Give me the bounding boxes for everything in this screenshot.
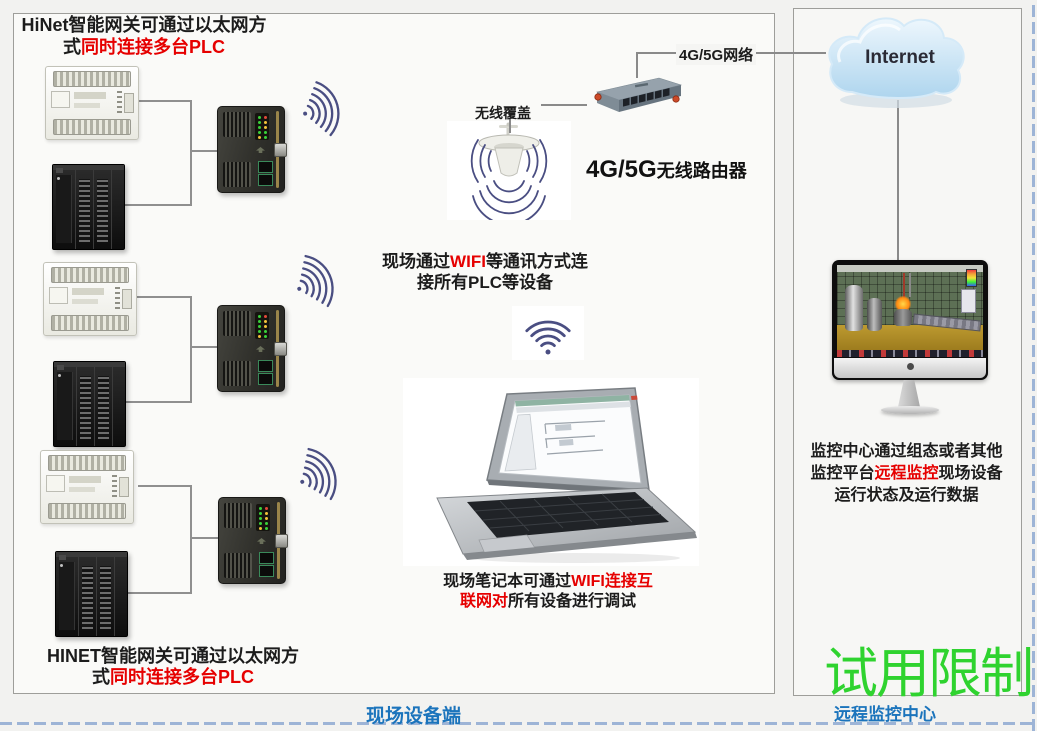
connector-line [509,119,511,133]
coverage-label: 无线覆盖 [475,105,531,121]
field-devices-panel [13,13,775,694]
center-note: 现场通过WIFI等通讯方式连 接所有PLC等设备 [382,252,588,292]
connector-line [897,100,899,262]
terminal-strip [53,119,131,135]
connector-line [190,150,218,152]
router-icon [594,77,683,112]
wifi-signal-icon [284,433,359,513]
connector-line [190,537,218,539]
antenna-connector [274,342,287,356]
connector-line [137,100,190,102]
hinet-gateway-2 [217,305,287,392]
connector-line [135,296,190,298]
antenna-connector [275,534,288,548]
connector-line [636,52,638,78]
ethernet-port [258,174,273,186]
gateway-led-block [255,312,269,339]
plc-white-1 [45,66,139,140]
hinet-gateway-3 [218,497,288,584]
ceiling-ap-photo-patch [447,121,571,220]
ethernet-port [258,161,273,173]
monitor-note: 监控中心通过组态或者其他 监控平台远程监控现场设备 运行状态及运行数据 [810,443,1003,504]
gateway-led-block [256,504,270,531]
scada-screen [837,265,983,357]
connector-line [190,346,218,348]
plc-black-2 [53,361,126,447]
wifi-icon [516,310,580,358]
internet-cloud [818,6,972,112]
ethernet-port [259,552,274,564]
dashed-border-right [1032,0,1035,731]
ethernet-port [259,565,274,577]
connector-line [123,204,190,206]
connector-line [138,485,190,487]
connector-line [123,401,190,403]
router [583,72,687,126]
connector-line [541,104,587,106]
antenna-connector [274,143,287,157]
ethernet-port [258,360,273,372]
scada-flame [895,296,911,312]
gateway-led-block [255,113,269,140]
ethernet-port [258,373,273,385]
top-left-note: HiNet智能网关可通过以太网方 式同时连接多台PLC [21,15,267,57]
wifi-photo-patch [512,306,584,360]
terminal-strip [53,71,131,87]
apple-logo [907,363,914,370]
internet-label: Internet [865,47,935,68]
trial-watermark: 试用限制 [824,642,1034,705]
plc-black-1 [52,164,125,250]
wifi-signal-icon [281,240,356,320]
monitor-body [832,260,988,380]
scada-monitor [830,260,990,416]
hinet-gateway-1 [217,106,287,193]
ceiling-antenna-icon [470,122,548,220]
laptop-icon [436,387,697,563]
laptop-photo-patch [403,378,699,566]
laptop-note: 现场笔记本可通过WIFI连接互 联网对所有设备进行调试 [443,573,653,610]
scada-tank [845,285,863,331]
scada-tank [867,298,882,331]
connector-line [190,100,192,206]
plc-white-3 [40,450,134,524]
connector-line [123,592,190,594]
plc-white-2 [43,262,137,336]
router-label: 4G/5G无线路由器 [586,156,747,183]
remote-zone-label: 远程监控中心 [834,705,936,724]
network-label: 4G/5G网络 [676,44,757,65]
connector-line [190,296,192,403]
connector-line [190,485,192,594]
plc-black-3 [55,551,128,637]
field-zone-label: 现场设备端 [366,706,462,727]
bottom-left-note: HINET智能网关可通过以太网方 式同时连接多台PLC [47,646,299,687]
dashed-border-bottom [0,722,1037,725]
wifi-signal-icon [292,70,361,146]
